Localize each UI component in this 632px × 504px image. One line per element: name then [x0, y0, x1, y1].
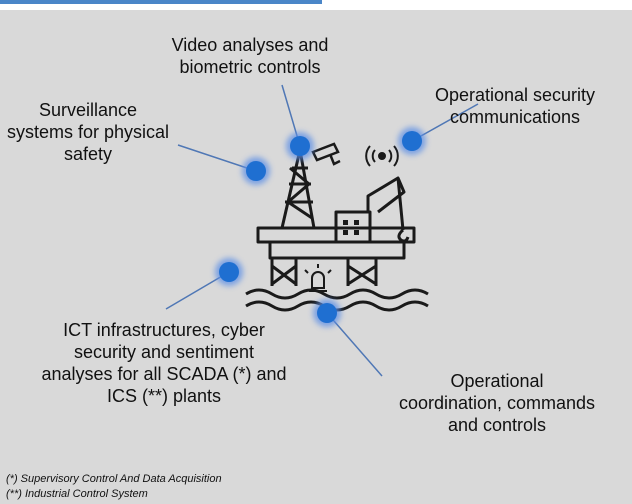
- node-video[interactable]: [286, 132, 314, 160]
- label-communications-line-2: communications: [449, 107, 581, 127]
- label-coordination-line-1: Operational: [450, 371, 544, 391]
- label-video-line-1: Video analyses and: [171, 35, 329, 55]
- label-coordination-line-3: and controls: [447, 415, 547, 435]
- label-surveillance-line-1: Surveillance: [38, 100, 138, 120]
- platform-windows: [343, 220, 359, 235]
- footnote-scada: (*) Supervisory Control And Data Acquisi…: [6, 473, 222, 485]
- node-surveillance[interactable]: [242, 157, 270, 185]
- wireless-signal-icon: [365, 145, 399, 167]
- cctv-camera-icon: [311, 142, 341, 166]
- label-ict-line-3: analyses for all SCADA (*) and: [41, 364, 287, 384]
- node-communications[interactable]: [398, 127, 426, 155]
- node-coordination[interactable]: [313, 299, 341, 327]
- label-ict-line-2: security and sentiment: [73, 342, 255, 362]
- label-surveillance-line-3: safety: [63, 144, 113, 164]
- label-video-line-2: biometric controls: [179, 57, 321, 77]
- label-coordination-line-2: coordination, commands: [398, 393, 596, 413]
- top-accent-line: [0, 0, 322, 4]
- alarm-beacon-icon: [304, 264, 332, 292]
- label-ict-line-1: ICT infrastructures, cyber: [63, 320, 265, 340]
- label-communications-line-1: Operational security: [434, 85, 596, 105]
- label-surveillance-line-2: systems for physical: [6, 122, 170, 142]
- oil-platform-icon: [245, 149, 429, 312]
- label-ict-line-4: ICS (**) plants: [106, 386, 222, 406]
- footnote-ics: (**) Industrial Control System: [6, 488, 148, 500]
- node-ict[interactable]: [215, 258, 243, 286]
